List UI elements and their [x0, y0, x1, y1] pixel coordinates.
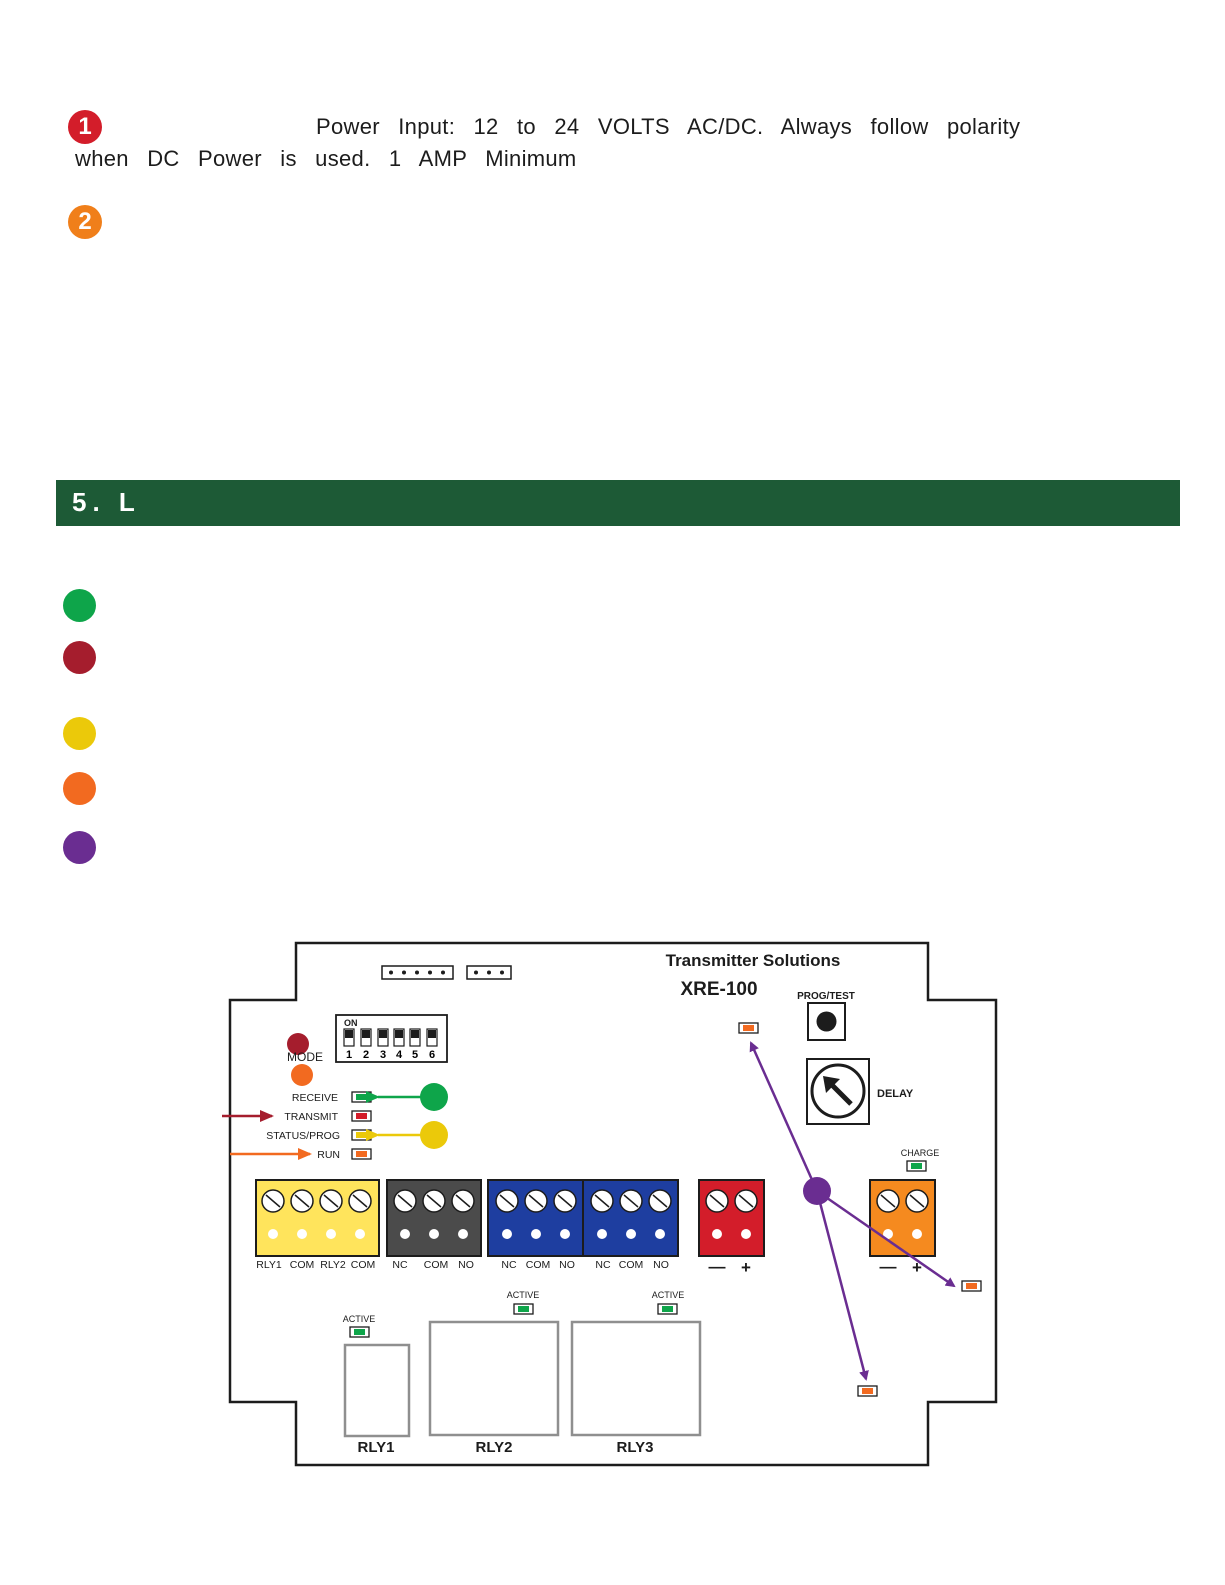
- terminal-block-blue-1: [487, 1179, 584, 1257]
- header-pins-5: [381, 965, 454, 980]
- charge-led: [906, 1160, 927, 1172]
- terminal-label: NO: [458, 1259, 474, 1271]
- dip-on-label: ON: [344, 1018, 358, 1028]
- legend-dot-red: [63, 641, 96, 674]
- receive-callout-dot: [420, 1083, 448, 1111]
- terminal-label: NO: [559, 1259, 575, 1271]
- dip-number-5: 5: [412, 1049, 418, 1061]
- receive-led: [351, 1091, 372, 1103]
- terminal-label: NC: [501, 1259, 517, 1271]
- terminal-label: COM: [619, 1259, 644, 1271]
- header-pins-3: [466, 965, 512, 980]
- terminal-block-gray: [386, 1179, 482, 1257]
- legend-dot-green: [63, 589, 96, 622]
- mode-red-marker: [287, 1033, 309, 1055]
- relay-1-box: [343, 1343, 411, 1438]
- terminal-label: +: [912, 1258, 922, 1277]
- top-orange-led: [738, 1022, 759, 1034]
- terminal-label: NO: [653, 1259, 669, 1271]
- mode-label: MODE: [287, 1050, 323, 1064]
- rly2-active-led: [513, 1303, 534, 1315]
- section-header-bar: 5. L: [56, 480, 1180, 526]
- prog-test-label: PROG/TEST: [797, 991, 855, 1002]
- terminal-label: COM: [351, 1259, 376, 1271]
- terminal-label: RLY1: [256, 1259, 282, 1271]
- status-led: [351, 1129, 372, 1141]
- step-2-badge: 2: [68, 205, 102, 239]
- right-orange-led: [961, 1280, 982, 1292]
- purple-callout-dot: [803, 1177, 831, 1205]
- terminal-block-blue-2: [582, 1179, 679, 1257]
- dip-number-3: 3: [380, 1049, 386, 1061]
- terminal-block-orange: [869, 1179, 936, 1257]
- status-callout-dot: [420, 1121, 448, 1149]
- terminal-label: COM: [290, 1259, 315, 1271]
- run-led: [351, 1148, 372, 1160]
- relay-2-label: RLY2: [476, 1439, 513, 1456]
- terminal-label: +: [741, 1258, 751, 1277]
- rly2-active-label: ACTIVE: [507, 1290, 540, 1300]
- rly1-active-led: [349, 1326, 370, 1338]
- transmit-led: [351, 1110, 372, 1122]
- relay-3-box: [570, 1320, 702, 1437]
- relay-1-label: RLY1: [358, 1439, 395, 1456]
- rly1-active-label: ACTIVE: [343, 1314, 376, 1324]
- step-1-line-1: Power Input: 12 to 24 VOLTS AC/DC. Alway…: [316, 114, 1021, 139]
- terminal-label: COM: [526, 1259, 551, 1271]
- terminal-label: —: [880, 1257, 897, 1276]
- legend-dot-purple: [63, 831, 96, 864]
- terminal-label: NC: [595, 1259, 611, 1271]
- terminal-label: —: [709, 1257, 726, 1276]
- dip-number-1: 1: [346, 1049, 352, 1061]
- terminal-label: RLY2: [320, 1259, 346, 1271]
- dip-number-6: 6: [429, 1049, 435, 1061]
- legend-dot-orange: [63, 772, 96, 805]
- terminal-block-yellow: [255, 1179, 380, 1257]
- dip-switch: ON 1 2 3 4 5 6: [335, 1014, 448, 1063]
- dip-number-2: 2: [363, 1049, 369, 1061]
- step-1-line-2: when DC Power is used. 1 AMP Minimum: [75, 146, 577, 171]
- purple-arrow-top: [749, 1041, 819, 1192]
- relay-3-label: RLY3: [617, 1439, 654, 1456]
- legend-dot-yellow: [63, 717, 96, 750]
- purple-arrow-right: [816, 1189, 956, 1288]
- delay-arrow-icon: [823, 1076, 840, 1093]
- terminal-block-red: [698, 1179, 765, 1257]
- dip-number-4: 4: [396, 1049, 403, 1061]
- board-model: XRE-100: [680, 979, 757, 1000]
- transmit-label: TRANSMIT: [284, 1111, 338, 1123]
- delay-label: DELAY: [877, 1088, 914, 1100]
- terminal-label: NC: [392, 1259, 408, 1271]
- rly3-active-led: [657, 1303, 678, 1315]
- step-1-badge: 1: [68, 110, 102, 144]
- status-prog-label: STATUS/PROG: [266, 1130, 340, 1142]
- section-title: 5. L: [72, 487, 141, 517]
- relay-2-box: [428, 1320, 560, 1437]
- mode-orange-marker: [291, 1064, 313, 1086]
- rly3-active-label: ACTIVE: [652, 1290, 685, 1300]
- charge-label: CHARGE: [901, 1148, 940, 1158]
- purple-arrow-bottom: [815, 1190, 869, 1381]
- receive-label: RECEIVE: [292, 1092, 338, 1104]
- terminal-label: COM: [424, 1259, 449, 1271]
- board-brand: Transmitter Solutions: [666, 951, 841, 970]
- bottom-orange-led: [857, 1385, 878, 1397]
- run-label: RUN: [317, 1149, 340, 1161]
